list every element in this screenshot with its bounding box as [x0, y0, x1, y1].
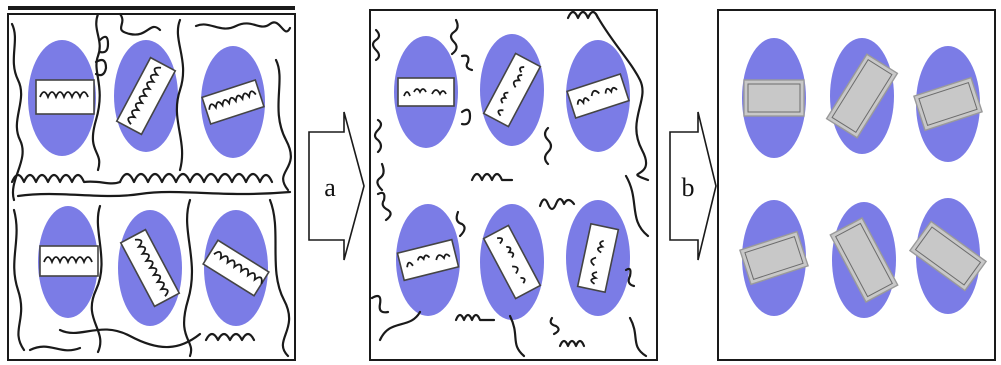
- polymer-network: [10, 12, 292, 358]
- arrow-shape: [669, 111, 717, 261]
- particle: [566, 40, 630, 152]
- particle: [829, 202, 899, 318]
- step-label-a: a: [324, 173, 336, 202]
- arrow-shape: [308, 111, 365, 261]
- particle: [739, 200, 809, 316]
- panel-2-degraded-chains: [369, 9, 658, 361]
- particle: [396, 204, 460, 316]
- particle: [114, 40, 178, 152]
- particle: [202, 210, 270, 326]
- particle: [38, 206, 99, 318]
- particle: [825, 38, 899, 154]
- panel-3-isolated-particles: [717, 9, 996, 361]
- step-label-b: b: [682, 173, 695, 202]
- particle: [480, 204, 544, 320]
- particle: [394, 36, 458, 148]
- particle: [908, 198, 988, 314]
- particle: [201, 46, 265, 158]
- particle: [742, 38, 806, 158]
- particle: [118, 210, 182, 326]
- step-arrow-b: b: [669, 111, 717, 261]
- panel-1-polymer-network: [7, 6, 296, 361]
- step-arrow-a: a: [308, 111, 365, 261]
- particle: [480, 34, 544, 146]
- particle: [28, 40, 96, 156]
- particle: [566, 200, 630, 316]
- chain-fragments: [370, 10, 650, 358]
- particle: [913, 46, 983, 162]
